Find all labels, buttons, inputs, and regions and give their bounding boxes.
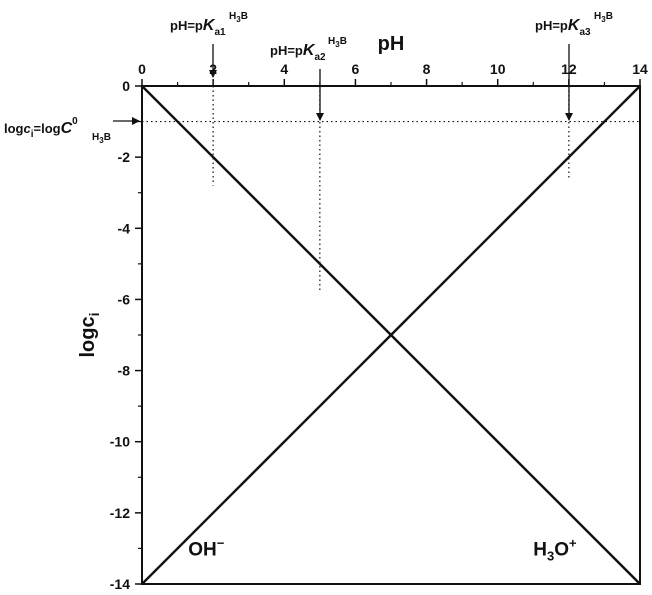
x-axis-ticks: 02468101214 xyxy=(138,61,648,86)
species-label-h3o: H3O+ xyxy=(533,536,577,564)
annotation-pka1-label: pH=pKa1 xyxy=(170,17,226,38)
annotation-pka3-sup: H3B xyxy=(594,11,613,24)
x-tick-label-7: 14 xyxy=(632,61,648,77)
x-tick-label-3: 6 xyxy=(352,61,360,77)
series-line-1 xyxy=(141,85,641,585)
y-tick-label-5: -10 xyxy=(110,434,130,450)
annotation-pka2-label: pH=pKa2 xyxy=(270,42,326,63)
annotation-pka2-sup: H3B xyxy=(328,36,347,49)
y-axis-ticks: 0 -2 -4 -6 -8 -10 -12 -14 xyxy=(110,78,142,592)
x-tick-label-2: 4 xyxy=(280,61,288,77)
annotation-logc0: logci=logC0 H3B xyxy=(4,116,140,145)
annotation-pka3-label: pH=pKa3 xyxy=(535,17,591,38)
y-tick-label-3: -6 xyxy=(118,291,131,307)
x-axis-title: pH xyxy=(378,33,405,55)
annotation-logc0-label: logci=logC0 xyxy=(4,116,78,140)
annotation-pka2: pH=pKa2 H3B xyxy=(270,36,347,121)
y-axis-title-sub: i xyxy=(86,312,102,316)
series-lines xyxy=(141,85,641,585)
y-axis-title: logci xyxy=(77,312,102,357)
reference-lines xyxy=(142,86,640,293)
y-tick-label-2: -4 xyxy=(118,220,131,236)
y-tick-label-6: -12 xyxy=(110,505,130,521)
x-tick-label-5: 10 xyxy=(490,61,506,77)
annotation-pka1: pH=pKa1 H3B xyxy=(170,11,248,78)
x-tick-label-0: 0 xyxy=(138,61,146,77)
annotation-pka3: pH=pKa3 H3B xyxy=(535,11,613,121)
annotation-pka1-sup: H3B xyxy=(229,11,248,24)
x-tick-label-4: 8 xyxy=(423,61,431,77)
y-axis-title-main: logc xyxy=(77,316,99,357)
y-tick-label-4: -8 xyxy=(118,363,131,379)
y-tick-label-0: 0 xyxy=(122,78,130,94)
species-label-oh: OH− xyxy=(188,536,225,561)
annotation-logc0-sub: H3B xyxy=(92,132,111,145)
y-tick-label-7: -14 xyxy=(110,576,130,590)
y-tick-label-1: -2 xyxy=(118,149,131,165)
